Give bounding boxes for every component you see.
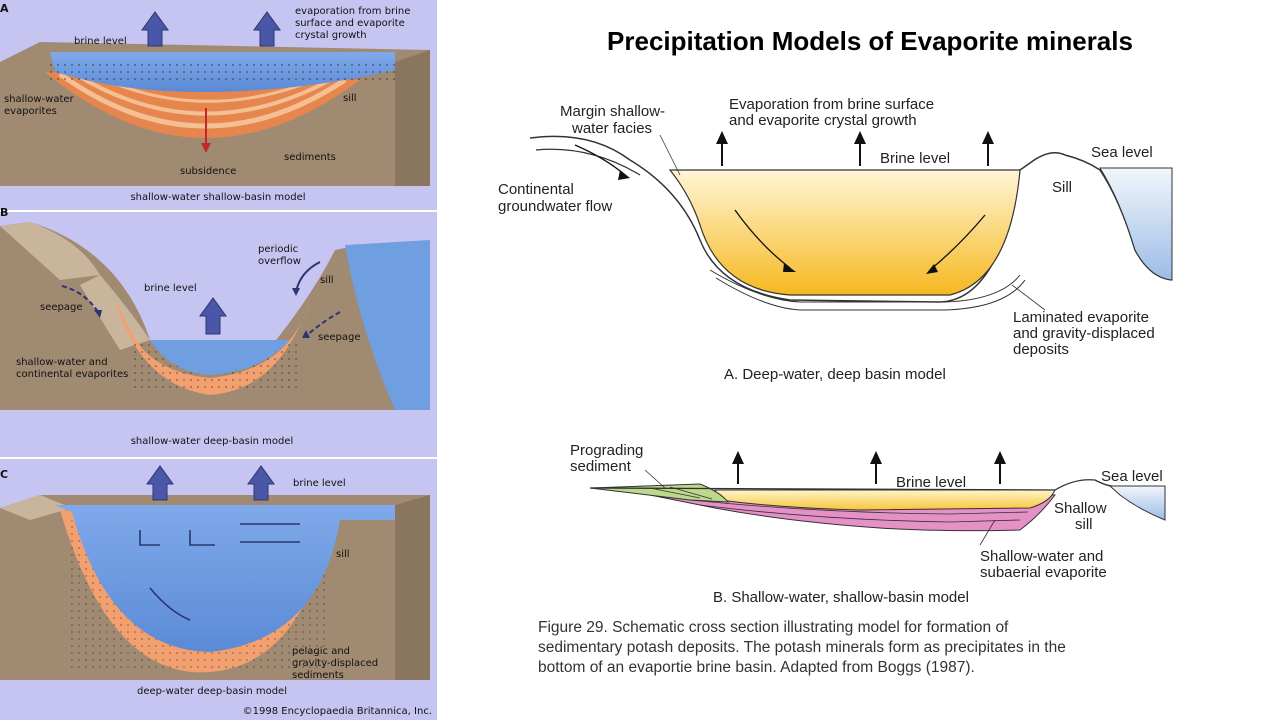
shallow-sill-label-2: sill [1075, 516, 1093, 533]
arrow-up-icon [854, 131, 866, 166]
arrow-up-icon [870, 451, 882, 484]
evaporation-label-1: Evaporation from brine surface [729, 96, 934, 113]
panel-a-evap-label-3: crystal growth [295, 30, 367, 41]
panel-a-brine-level-label: brine level [74, 36, 127, 47]
panel-b-brine [150, 340, 290, 375]
sea-level-label: Sea level [1091, 144, 1153, 161]
panel-b-letter: B [0, 206, 8, 219]
britannica-svg: A brine level evaporation from brine sur… [0, 2, 437, 717]
laminated-label-2: and gravity-displaced [1013, 325, 1155, 342]
panel-b-caption: shallow-water deep-basin model [131, 436, 294, 447]
evaporation-label-2: and evaporite crystal growth [729, 112, 917, 129]
panel-b: B periodic overflow brine level sill see… [0, 206, 430, 447]
panel-b-periodic-label-1: periodic [258, 244, 298, 255]
laminated-label-1: Laminated evaporite [1013, 309, 1149, 326]
evaporation-arrow-icon [199, 297, 227, 335]
panel-b-seepage-right-label: seepage [318, 332, 361, 343]
deep-basin-diagram: Margin shallow- water facies Evaporation… [498, 96, 1173, 383]
panel-c-pelagic-label-3: sediments [292, 670, 344, 681]
evaporation-arrow-icon [253, 11, 281, 47]
panel-a-evap-label-2: surface and evaporite [295, 18, 405, 29]
evaporation-arrow-icon [146, 465, 174, 501]
arrow-up-icon [732, 451, 744, 484]
panel-b-shallow-label-2: continental evaporites [16, 369, 128, 380]
prograding-label-2: sediment [570, 458, 632, 475]
panel-b-seepage-left-label: seepage [40, 302, 83, 313]
continental-label-1: Continental [498, 181, 574, 198]
panel-b-shallow-label-1: shallow-water and [16, 357, 108, 368]
page-title: Precipitation Models of Evaporite minera… [607, 26, 1133, 56]
panel-a-subsidence-label: subsidence [180, 166, 236, 177]
brine-level-label-b: Brine level [896, 474, 966, 491]
arrow-up-icon [994, 451, 1006, 484]
copyright: ©1998 Encyclopaedia Britannica, Inc. [243, 706, 432, 717]
panel-a-evap-label-1: evaporation from brine [295, 6, 410, 17]
panel-a-sediments-label: sediments [284, 152, 336, 163]
panel-c-brine-level-label: brine level [293, 478, 346, 489]
panel-b-land [0, 222, 430, 410]
panel-c-pelagic-label-2: gravity-displaced [292, 658, 378, 669]
panel-c-pelagic-label-1: pelagic and [292, 646, 350, 657]
margin-label-2: water facies [571, 120, 652, 137]
panel-c-sill-label: sill [336, 549, 350, 560]
prograding-label-1: Prograding [570, 442, 643, 459]
brine-level-label: Brine level [880, 150, 950, 167]
evaporation-arrow-icon [141, 11, 169, 47]
brine-layer-b [714, 489, 1056, 511]
diagram-b-caption: B. Shallow-water, shallow-basin model [713, 589, 969, 606]
evaporation-arrow-icon [247, 465, 275, 501]
panel-a-shallow-label-2: evaporites [4, 106, 57, 117]
subaerial-label-2: subaerial evaporite [980, 564, 1107, 581]
figure-caption-line: Figure 29. Schematic cross section illus… [538, 619, 1009, 636]
laminated-label-3: deposits [1013, 341, 1069, 358]
panel-c-letter: C [0, 468, 8, 481]
sea [1099, 167, 1173, 281]
figure-caption: Figure 29. Schematic cross section illus… [538, 618, 1178, 678]
diagram-a-caption: A. Deep-water, deep basin model [724, 366, 946, 383]
arrow-up-icon [982, 131, 994, 166]
panel-b-sill-label: sill [320, 275, 334, 286]
figure-caption-line: sedimentary potash deposits. The potash … [538, 639, 1066, 656]
panel-a: A brine level evaporation from brine sur… [0, 2, 430, 203]
panel-a-sill-label: sill [343, 93, 357, 104]
arrow-up-icon [716, 131, 728, 166]
sill-label: Sill [1052, 179, 1072, 196]
margin-label-1: Margin shallow- [560, 103, 665, 120]
subaerial-label-1: Shallow-water and [980, 548, 1103, 565]
britannica-illustration: A brine level evaporation from brine sur… [0, 0, 437, 720]
panel-b-periodic-label-2: overflow [258, 256, 301, 267]
prograding-sediment [589, 483, 730, 503]
sea-b [1108, 485, 1166, 521]
panel-a-shallow-label-1: shallow-water [4, 94, 75, 105]
continental-label-2: groundwater flow [498, 198, 612, 215]
panel-a-caption: shallow-water shallow-basin model [130, 192, 305, 203]
shallow-sill-label-1: Shallow [1054, 500, 1107, 517]
panel-c: C brine level sill pelagic and gravity-d… [0, 465, 430, 697]
shallow-basin-diagram: Prograding sediment Brine level Sea leve… [570, 442, 1166, 606]
figure-caption-line: bottom of an evaportie brine basin. Adap… [538, 659, 975, 676]
panel-a-sediments [45, 72, 360, 139]
panel-c-caption: deep-water deep-basin model [137, 686, 287, 697]
brine-pool [668, 169, 1021, 296]
sea-level-label-b: Sea level [1101, 468, 1163, 485]
panel-b-ocean [345, 240, 430, 410]
panel-a-letter: A [0, 2, 9, 15]
panel-b-brine-level-label: brine level [144, 283, 197, 294]
